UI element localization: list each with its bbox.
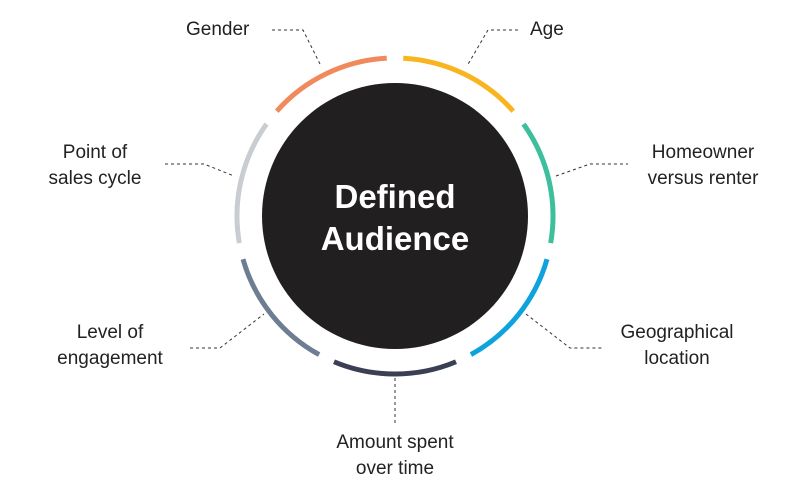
leader-line-age: [466, 29, 518, 67]
center-title-line1: Defined: [334, 178, 456, 215]
leader-line-point-of-sales: [165, 163, 235, 177]
label-homeowner-line2: versus renter: [647, 168, 759, 189]
center-circle: [262, 83, 528, 349]
segment-arc-amount-spent-over-time: [333, 359, 457, 377]
label-amount-spent: Amount spent over time: [305, 430, 485, 482]
label-gender: Gender: [186, 19, 250, 40]
label-geo-line1: Geographical: [620, 322, 734, 343]
label-homeowner: Homeowner versus renter: [628, 140, 778, 192]
label-amount-line1: Amount spent: [336, 432, 454, 453]
label-level-of-engagement: Level of engagement: [40, 320, 180, 372]
label-geo-line2: location: [644, 348, 710, 369]
leader-line-level: [190, 313, 265, 349]
segment-arc-point-of-sales-cycle: [234, 122, 269, 244]
leader-line-gender: [272, 29, 321, 65]
segment-arc-level-of-engagement: [240, 258, 321, 357]
leader-line-geo: [525, 313, 602, 349]
label-geographical: Geographical location: [602, 320, 752, 372]
label-age: Age: [530, 19, 564, 40]
label-level-line1: Level of: [76, 322, 144, 343]
label-point-line2: sales cycle: [48, 168, 142, 189]
label-point-of-sales: Point of sales cycle: [40, 140, 150, 192]
segment-arc-age: [403, 55, 516, 113]
segment-arc-homeowner-versus-renter: [521, 122, 556, 244]
segment-arc-gender: [274, 55, 387, 113]
leader-line-homeowner: [555, 163, 628, 177]
segment-ring: [234, 55, 556, 377]
label-point-line1: Point of: [62, 142, 128, 163]
label-level-line2: engagement: [57, 348, 163, 369]
label-homeowner-line1: Homeowner: [651, 142, 755, 163]
center-title: Defined Audience: [262, 176, 528, 260]
segment-arc-geographical-location: [469, 258, 550, 357]
center-title-line2: Audience: [320, 220, 470, 257]
label-amount-line2: over time: [355, 458, 435, 479]
